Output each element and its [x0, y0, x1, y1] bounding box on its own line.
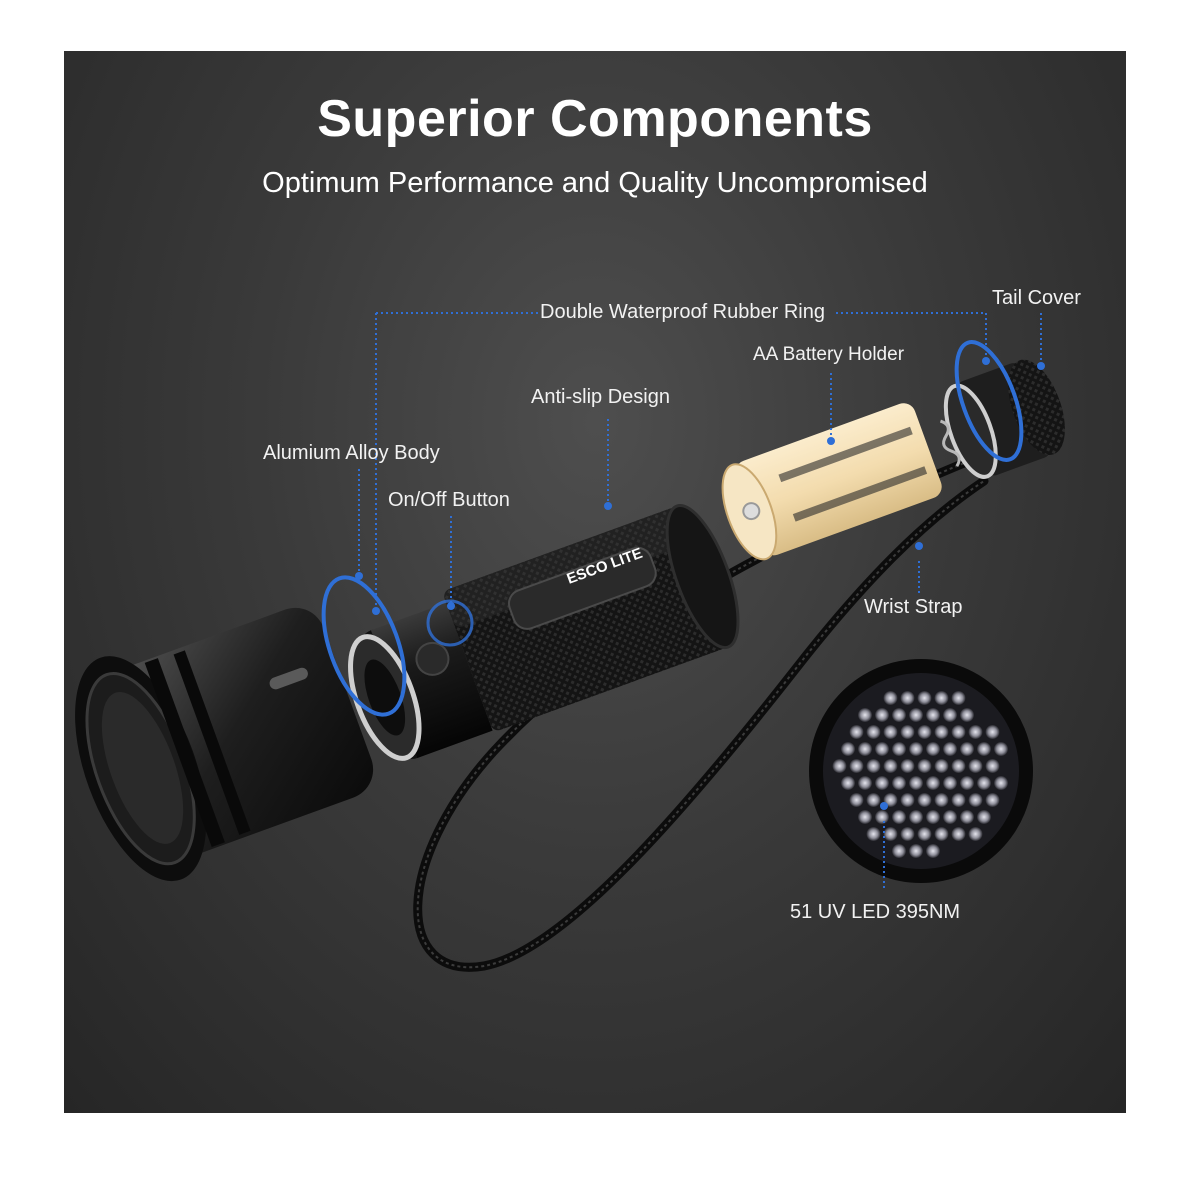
led-dot [909, 708, 923, 722]
led-dot [994, 742, 1008, 756]
led-dot [968, 759, 983, 773]
led-dot [926, 742, 940, 756]
led-dot [943, 776, 957, 790]
led-dot [934, 827, 949, 841]
ring-highlight-body [321, 575, 407, 717]
led-dot [926, 776, 940, 790]
battery-holder [721, 403, 942, 561]
led-dot [934, 725, 949, 739]
led-dot [917, 691, 932, 705]
led-dot [875, 742, 889, 756]
label-tail-cover: Tail Cover [992, 287, 1081, 309]
led-dot [841, 776, 855, 790]
label-anti-slip: Anti-slip Design [531, 386, 670, 408]
led-dot [951, 827, 966, 841]
led-dot [866, 827, 881, 841]
led-dot [909, 810, 923, 824]
led-dots [832, 691, 1008, 858]
led-dot [934, 691, 949, 705]
led-dot [883, 827, 898, 841]
led-dot [892, 776, 906, 790]
led-dot [917, 827, 932, 841]
led-dot [892, 742, 906, 756]
led-dot [909, 776, 923, 790]
led-dot [968, 725, 983, 739]
led-dot [832, 759, 847, 773]
led-dot [866, 759, 881, 773]
led-dot [917, 793, 932, 807]
led-dot [960, 776, 974, 790]
ring-highlight-tail [954, 340, 1024, 462]
led-dot [934, 793, 949, 807]
led-dot [866, 725, 881, 739]
led-dot [849, 759, 864, 773]
led-dot [968, 793, 983, 807]
led-dot [849, 725, 864, 739]
led-dot [900, 827, 915, 841]
led-dot [985, 759, 1000, 773]
led-dot [875, 810, 889, 824]
led-dot [977, 776, 991, 790]
led-dot [951, 725, 966, 739]
led-dot [943, 708, 957, 722]
led-dot [960, 708, 974, 722]
led-dot [892, 844, 906, 858]
led-dot [951, 759, 966, 773]
led-dot [849, 793, 864, 807]
page-title: Superior Components [317, 90, 873, 148]
led-dot [917, 725, 932, 739]
led-dot [900, 691, 915, 705]
led-dot [909, 844, 923, 858]
led-dot [875, 776, 889, 790]
led-dot [994, 776, 1008, 790]
label-battery-holder: AA Battery Holder [753, 344, 905, 365]
led-dot [985, 793, 1000, 807]
led-dot [883, 691, 898, 705]
label-onoff-button: On/Off Button [388, 489, 510, 511]
led-dot [926, 844, 940, 858]
leader-lines [358, 312, 1042, 891]
led-dot [943, 742, 957, 756]
led-dot [977, 742, 991, 756]
led-dot [926, 708, 940, 722]
led-dot [900, 793, 915, 807]
led-dot [883, 759, 898, 773]
led-dot [858, 742, 872, 756]
led-dot [960, 810, 974, 824]
flashlight-head [75, 607, 374, 882]
led-dot [926, 810, 940, 824]
led-dot [858, 708, 872, 722]
led-dot [858, 776, 872, 790]
label-rubber-ring: Double Waterproof Rubber Ring [540, 301, 825, 323]
led-dot [900, 759, 915, 773]
flashlight-illustration: ESCO LITE [75, 312, 1065, 972]
led-dot [960, 742, 974, 756]
led-dot [909, 742, 923, 756]
led-dot [866, 793, 881, 807]
led-dot [985, 725, 1000, 739]
flashlight-body [348, 503, 740, 761]
led-dot [934, 759, 949, 773]
led-dot [883, 725, 898, 739]
led-dot [943, 810, 957, 824]
label-wrist-strap: Wrist Strap [864, 596, 963, 618]
page-subtitle: Optimum Performance and Quality Uncompro… [262, 167, 928, 199]
led-dot [977, 810, 991, 824]
led-dot [951, 793, 966, 807]
led-dot [841, 742, 855, 756]
led-dot [875, 708, 889, 722]
led-array [809, 659, 1033, 883]
led-dot [968, 827, 983, 841]
led-dot [951, 691, 966, 705]
led-dot [917, 759, 932, 773]
label-alloy-body: Alumium Alloy Body [263, 442, 440, 464]
led-dot [892, 708, 906, 722]
led-dot [858, 810, 872, 824]
product-panel: Superior Components Optimum Performance … [64, 51, 1126, 1113]
led-dot [892, 810, 906, 824]
label-led: 51 UV LED 395NM [790, 901, 961, 923]
led-dot [900, 725, 915, 739]
